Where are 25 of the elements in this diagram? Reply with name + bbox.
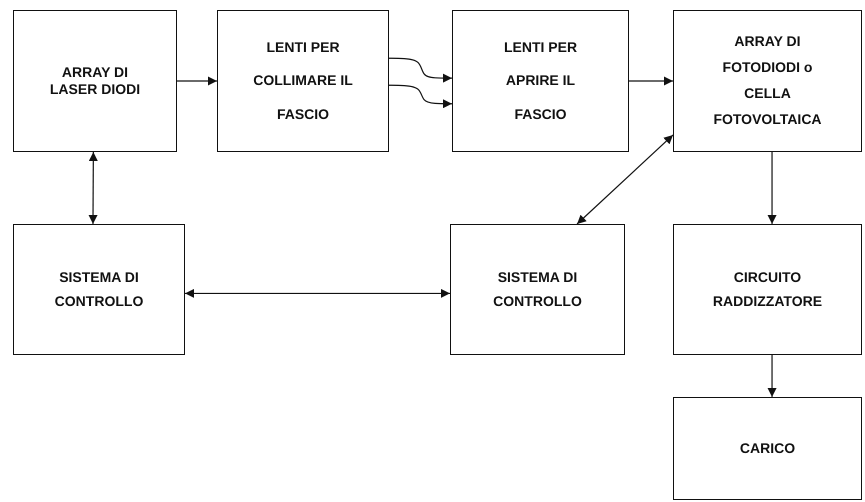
box-label: ARRAY DI LASER DIODI [48,64,142,98]
arrow [389,84,452,108]
arrow [576,134,674,224]
arrow [88,152,98,224]
arrow [389,58,452,83]
process-box [452,10,629,152]
process-box [13,224,185,355]
process-box [673,224,862,355]
box-label: CARICO [740,438,796,458]
box-label: LENTI PER APRIRE IL FASCIO [502,38,578,124]
process-box [450,224,625,355]
box-label: ARRAY DI FOTODIODI o CELLA FOTOVOLTAICA [712,32,823,129]
process-box [217,10,389,152]
arrow [185,288,450,298]
box-label: LENTI PER COLLIMARE IL FASCIO [252,38,354,124]
arrow [629,76,673,86]
box-label: SISTEMA DI CONTROLLO [54,268,144,310]
process-box [673,397,862,500]
process-box [13,10,177,152]
process-box [673,10,862,152]
arrow [768,152,777,224]
box-label: SISTEMA DI CONTROLLO [492,268,583,310]
box-label: CIRCUITO RADDIZZATORE [712,268,824,310]
arrow [177,76,217,86]
arrow [768,355,777,397]
